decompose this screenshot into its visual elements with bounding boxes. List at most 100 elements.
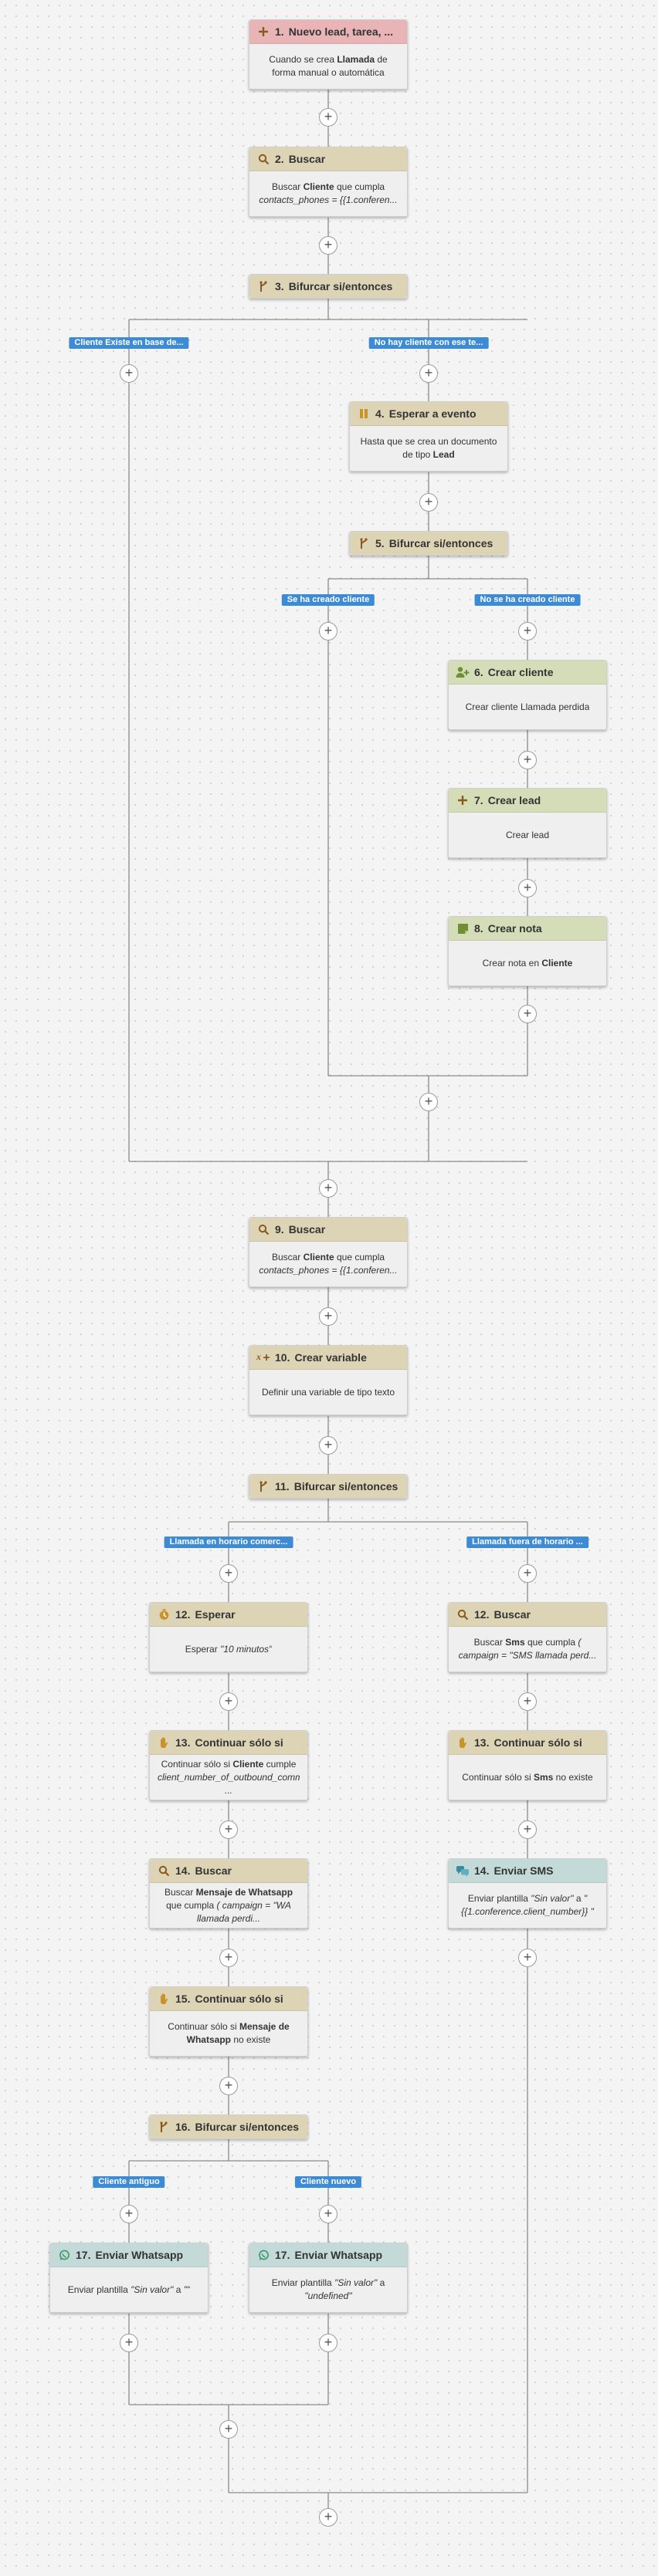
step-description-text: Buscar Cliente que cumpla contacts_phone… bbox=[259, 181, 398, 205]
step-header[interactable]: 3.Bifurcar si/entonces bbox=[249, 275, 407, 298]
add-step-button[interactable]: + bbox=[518, 1005, 537, 1023]
branch-label: Llamada en horario comerc... bbox=[164, 1536, 293, 1548]
step-number: 17. bbox=[76, 2249, 91, 2261]
add-step-button[interactable]: + bbox=[518, 1949, 537, 1967]
add-step-button[interactable]: + bbox=[120, 2205, 138, 2223]
whatsapp-icon bbox=[256, 2248, 270, 2262]
add-step-button[interactable]: + bbox=[518, 879, 537, 898]
step-description-text: Definir una variable de tipo texto bbox=[261, 1386, 395, 1398]
add-step-button[interactable]: + bbox=[419, 493, 438, 512]
add-step-button[interactable]: + bbox=[518, 751, 537, 769]
step-header[interactable]: 14.Enviar SMS bbox=[449, 1859, 606, 1883]
add-step-button[interactable]: + bbox=[219, 1564, 238, 1583]
step-description-text: Esperar "10 minutos" bbox=[185, 1643, 273, 1655]
add-step-button[interactable]: + bbox=[219, 2077, 238, 2095]
step-card-n5[interactable]: 5.Bifurcar si/entonces bbox=[349, 531, 508, 556]
add-step-button[interactable]: + bbox=[319, 2205, 337, 2223]
step-title: Bifurcar si/entonces bbox=[388, 537, 494, 549]
add-step-button[interactable]: + bbox=[219, 1692, 238, 1711]
step-title: Nuevo lead, tarea, ... bbox=[288, 25, 394, 38]
step-card-n3[interactable]: 3.Bifurcar si/entonces bbox=[249, 274, 408, 299]
step-header[interactable]: 9.Buscar bbox=[249, 1218, 407, 1242]
add-step-button[interactable]: + bbox=[120, 364, 138, 383]
step-header[interactable]: 4.Esperar a evento bbox=[350, 402, 507, 426]
add-step-button[interactable]: + bbox=[319, 2334, 337, 2352]
step-header[interactable]: 13.Continuar sólo si bbox=[449, 1731, 606, 1755]
step-header[interactable]: 16.Bifurcar si/entonces bbox=[150, 2115, 307, 2138]
add-step-button[interactable]: + bbox=[319, 622, 337, 641]
add-step-button[interactable]: + bbox=[319, 1436, 337, 1455]
step-header[interactable]: 12.Buscar bbox=[449, 1603, 606, 1627]
step-card-n16[interactable]: 16.Bifurcar si/entonces bbox=[149, 2115, 308, 2139]
variable-icon: x bbox=[256, 1351, 270, 1364]
step-description-text: Enviar plantilla "Sin valor" a "" bbox=[67, 2284, 191, 2295]
step-header[interactable]: 6.Crear cliente bbox=[449, 661, 606, 685]
step-description: Hasta que se crea un documento de tipo L… bbox=[350, 426, 507, 471]
step-header[interactable]: 1.Nuevo lead, tarea, ... bbox=[249, 20, 407, 44]
add-step-button[interactable]: + bbox=[219, 2420, 238, 2439]
add-step-button[interactable]: + bbox=[219, 1820, 238, 1839]
step-description-text: Buscar Sms que cumpla ( campaign = "SMS … bbox=[458, 1637, 597, 1661]
branch-icon bbox=[256, 279, 270, 293]
add-step-button[interactable]: + bbox=[419, 1093, 438, 1111]
step-header[interactable]: 14.Buscar bbox=[150, 1859, 307, 1883]
step-title: Enviar Whatsapp bbox=[95, 2249, 184, 2261]
step-number: 9. bbox=[275, 1223, 284, 1236]
step-header[interactable]: 17. Enviar Whatsapp bbox=[50, 2243, 208, 2267]
add-step-button[interactable]: + bbox=[319, 1307, 337, 1326]
add-step-button[interactable]: + bbox=[518, 1564, 537, 1583]
branch-label: Se ha creado cliente bbox=[281, 594, 375, 606]
add-step-button[interactable]: + bbox=[518, 622, 537, 641]
step-title: Buscar bbox=[195, 1864, 232, 1877]
step-number: 12. bbox=[175, 1608, 191, 1621]
step-description-text: Buscar Mensaje de Whatsapp que cumpla ( … bbox=[164, 1886, 293, 1924]
add-step-button[interactable]: + bbox=[319, 236, 337, 255]
branch-icon bbox=[256, 1479, 270, 1493]
step-header[interactable]: 11.Bifurcar si/entonces bbox=[249, 1475, 407, 1498]
step-card-n11[interactable]: 11.Bifurcar si/entonces bbox=[249, 1474, 408, 1499]
add-step-button[interactable]: + bbox=[120, 2334, 138, 2352]
step-header[interactable]: 2.Buscar bbox=[249, 147, 407, 171]
add-step-button[interactable]: + bbox=[518, 1692, 537, 1711]
step-description-text: Enviar plantilla "Sin valor" a "undefine… bbox=[271, 2277, 385, 2301]
add-step-button[interactable]: + bbox=[518, 1820, 537, 1839]
add-step-button[interactable]: + bbox=[219, 1949, 238, 1967]
step-header[interactable]: 12.Esperar bbox=[150, 1603, 307, 1627]
step-description: Esperar "10 minutos" bbox=[150, 1627, 307, 1672]
step-header[interactable]: 5.Bifurcar si/entonces bbox=[350, 532, 507, 555]
step-card-n1[interactable]: 1.Nuevo lead, tarea, ...Cuando se crea L… bbox=[249, 19, 408, 90]
add-step-button[interactable]: + bbox=[319, 2508, 337, 2527]
step-header[interactable]: 13.Continuar sólo si bbox=[150, 1731, 307, 1755]
step-title: Enviar SMS bbox=[494, 1864, 554, 1877]
add-step-button[interactable]: + bbox=[419, 364, 438, 383]
step-header[interactable]: 17.Enviar Whatsapp bbox=[249, 2243, 407, 2267]
step-number: 12. bbox=[474, 1608, 490, 1621]
step-header[interactable]: 15.Continuar sólo si bbox=[150, 1987, 307, 2011]
step-description: Enviar plantilla "Sin valor" a "{{1.conf… bbox=[449, 1883, 606, 1928]
step-title: Crear lead bbox=[487, 794, 541, 806]
add-step-button[interactable]: + bbox=[319, 108, 337, 127]
add-step-button[interactable]: + bbox=[319, 1179, 337, 1198]
step-description: Continuar sólo si Mensaje de Whatsapp no… bbox=[150, 2011, 307, 2056]
branch-label: Cliente Existe en base de... bbox=[69, 337, 189, 349]
step-header[interactable]: 7.Crear lead bbox=[449, 789, 606, 813]
step-header[interactable]: 8.Crear nota bbox=[449, 917, 606, 941]
